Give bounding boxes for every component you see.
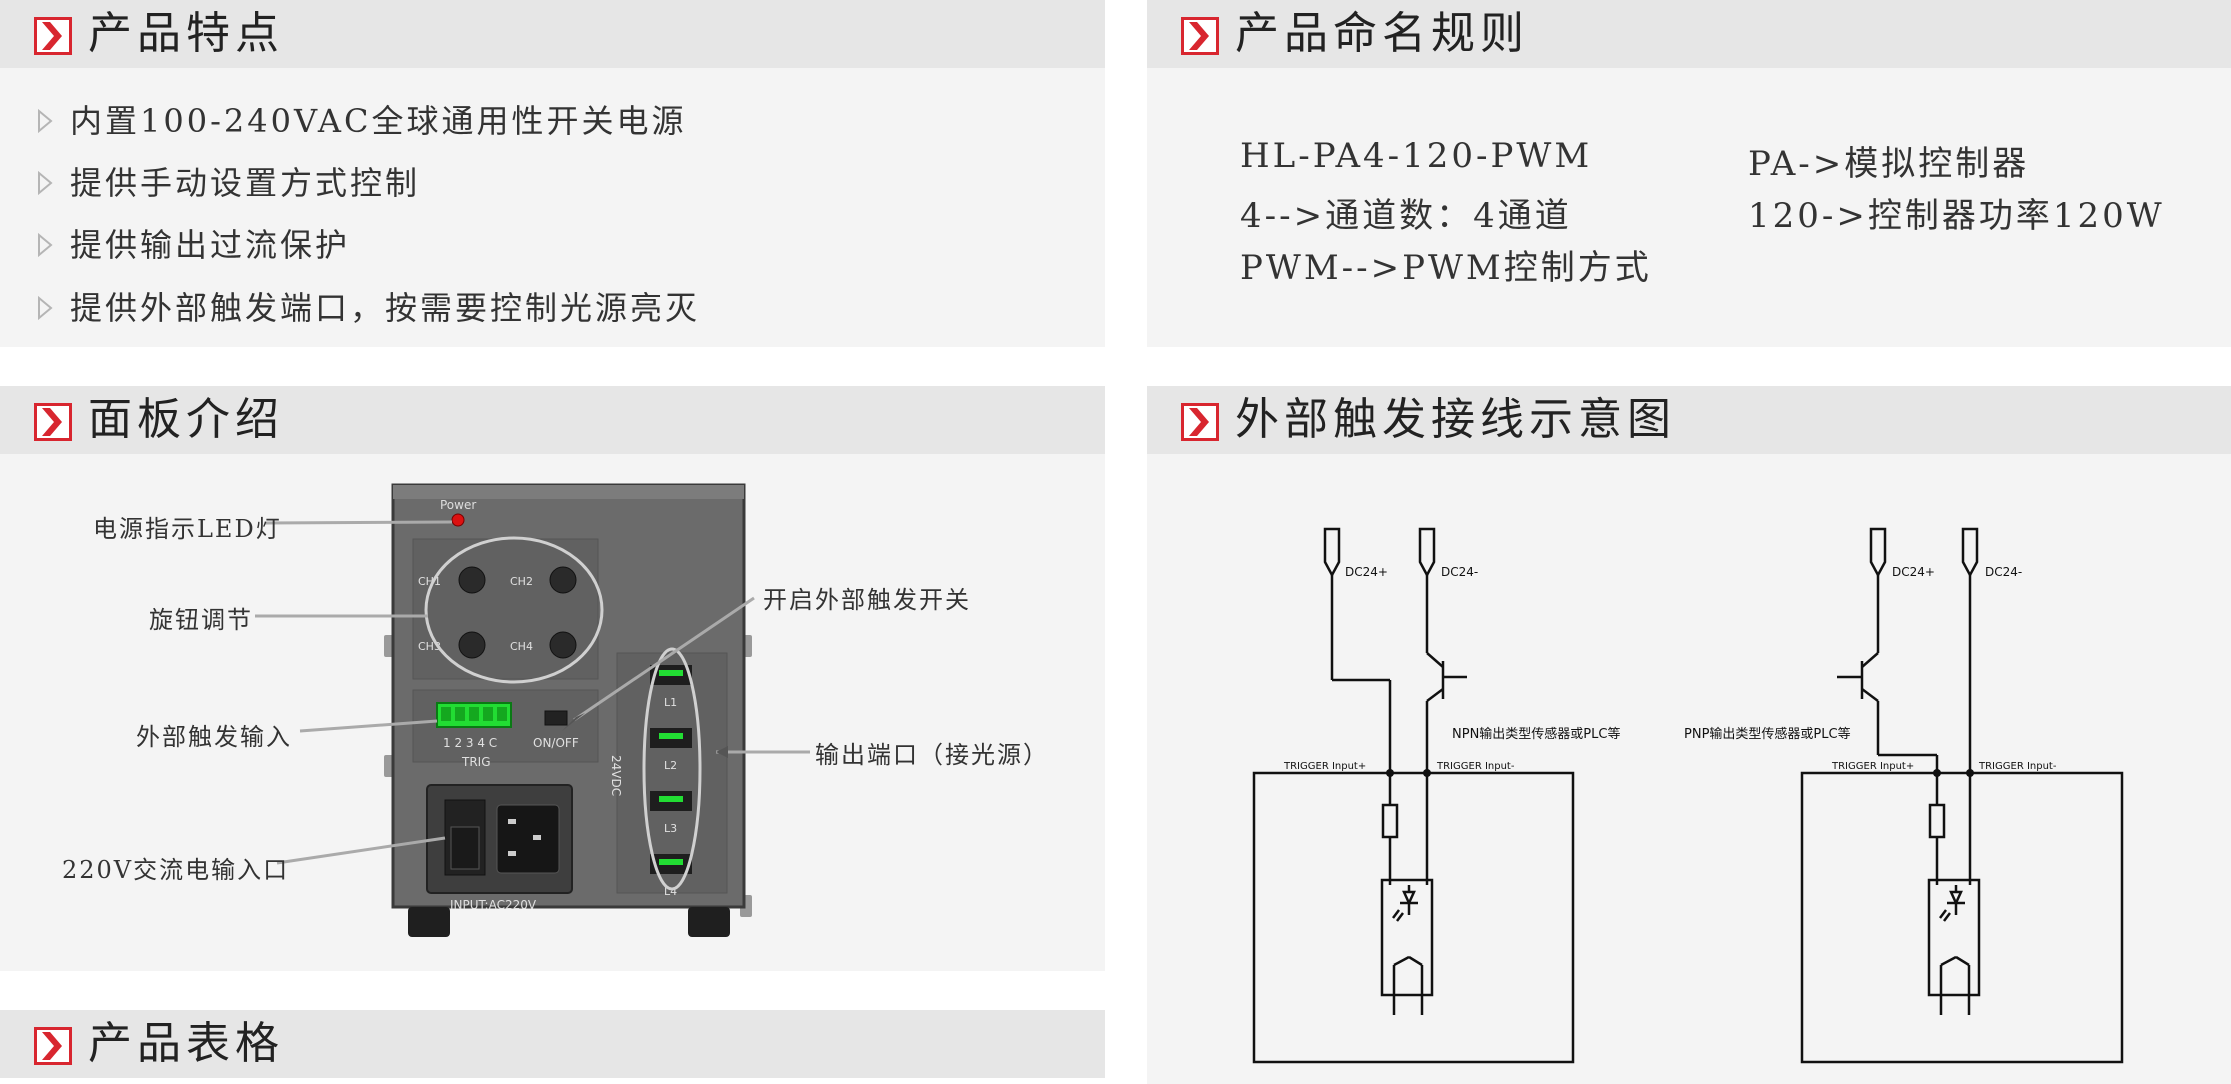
spec-header: 产品表格 xyxy=(0,1010,1105,1078)
l1-caption: L1 xyxy=(664,696,677,709)
feature-text: 提供手动设置方式控制 xyxy=(70,164,421,202)
dc24v-caption: 24VDC xyxy=(609,755,623,796)
knob-ch2 xyxy=(549,566,577,594)
power-caption: Power xyxy=(440,498,476,512)
panel-intro-header: 面板介绍 xyxy=(0,386,1105,454)
label-knob: 旋钮调节 xyxy=(149,606,253,634)
feature-item: 内置100-240VAC全球通用性开关电源 xyxy=(36,96,687,142)
knob-highlight xyxy=(424,536,604,684)
naming-model: HL-PA4-120-PWM xyxy=(1240,136,1593,176)
ch2-caption: CH2 xyxy=(510,575,533,588)
arrow-bullet-icon xyxy=(38,108,53,134)
feature-text: 提供输出过流保护 xyxy=(70,226,351,264)
naming-pwm: PWM-->PWM控制方式 xyxy=(1240,248,1652,288)
input-caption: INPUT:AC220V xyxy=(450,898,537,912)
feature-text: 内置100-240VAC全球通用性开关电源 xyxy=(70,102,687,140)
chevron-right-icon xyxy=(34,17,72,55)
section-title: 产品特点 xyxy=(88,8,284,59)
feature-item: 提供输出过流保护 xyxy=(36,220,350,266)
npn-dc24-minus: DC24- xyxy=(1441,565,1478,579)
pnp-trigger-minus: TRIGGER Input- xyxy=(1978,761,2057,772)
pnp-circuit xyxy=(1800,527,2124,1064)
section-title: 产品命名规则 xyxy=(1235,8,1529,59)
ch4-caption: CH4 xyxy=(510,640,533,653)
power-led xyxy=(451,513,465,527)
section-title: 面板介绍 xyxy=(88,394,284,445)
npn-circuit xyxy=(1252,527,1575,1064)
label-ac-input: 220V交流电输入口 xyxy=(62,856,290,884)
label-trigger-switch: 开启外部触发开关 xyxy=(763,586,971,614)
iec-socket xyxy=(496,804,560,874)
pnp-trigger-plus: TRIGGER Input+ xyxy=(1831,761,1914,772)
chevron-right-icon xyxy=(34,403,72,441)
output-port-l3 xyxy=(650,791,692,811)
l2-caption: L2 xyxy=(664,759,677,772)
chevron-right-icon xyxy=(34,1027,72,1065)
naming-header: 产品命名规则 xyxy=(1147,0,2231,68)
section-title: 产品表格 xyxy=(88,1018,284,1069)
trig-caption: TRIG xyxy=(461,755,491,769)
arrow-bullet-icon xyxy=(38,232,53,258)
npn-trigger-plus: TRIGGER Input+ xyxy=(1283,761,1366,772)
wiring-panel xyxy=(1147,386,2231,1084)
wiring-diagram: DC24+ DC24- NPN输出类型传感器或PLC等 TRIGGER Inpu… xyxy=(1252,527,2124,1064)
section-title: 外部触发接线示意图 xyxy=(1235,394,1676,445)
trig-numbers: 1 2 3 4 C xyxy=(443,736,497,750)
knob-ch3 xyxy=(458,631,486,659)
features-header: 产品特点 xyxy=(0,0,1105,68)
chevron-right-icon xyxy=(1181,403,1219,441)
feature-item: 提供外部触发端口，按需要控制光源亮灭 xyxy=(36,283,700,329)
controller-device-illustration: Power CH1 CH2 CH3 CH4 1 2 3 4 C TRIG ON/… xyxy=(255,483,810,937)
feature-text: 提供外部触发端口，按需要控制光源亮灭 xyxy=(70,289,701,327)
naming-power: 120->控制器功率120W xyxy=(1748,196,2165,236)
label-power-led: 电源指示LED灯 xyxy=(93,515,282,543)
label-output-port: 输出端口（接光源） xyxy=(815,741,1049,769)
naming-channels: 4-->通道数：4通道 xyxy=(1240,196,1572,236)
output-highlight xyxy=(642,647,702,891)
knob-ch1 xyxy=(458,566,486,594)
leader-lines xyxy=(255,520,810,865)
knob-ch4 xyxy=(549,631,577,659)
pnp-dc24-plus: DC24+ xyxy=(1892,565,1935,579)
chevron-right-icon xyxy=(1181,17,1219,55)
arrow-bullet-icon xyxy=(38,295,53,321)
output-port-l2 xyxy=(650,728,692,748)
output-port-l4 xyxy=(650,854,692,874)
npn-trigger-minus: TRIGGER Input- xyxy=(1436,761,1515,772)
l3-caption: L3 xyxy=(664,822,677,835)
pnp-note: PNP输出类型传感器或PLC等 xyxy=(1684,726,1851,742)
arrow-bullet-icon xyxy=(38,170,53,196)
onoff-switch xyxy=(544,710,568,726)
naming-pa: PA->模拟控制器 xyxy=(1748,144,2030,184)
npn-dc24-plus: DC24+ xyxy=(1345,565,1388,579)
onoff-caption: ON/OFF xyxy=(533,736,579,750)
wiring-header: 外部触发接线示意图 xyxy=(1147,386,2231,454)
label-trigger-input: 外部触发输入 xyxy=(136,723,292,751)
feature-item: 提供手动设置方式控制 xyxy=(36,158,420,204)
output-port-l1 xyxy=(650,665,692,685)
pnp-dc24-minus: DC24- xyxy=(1985,565,2022,579)
npn-note: NPN输出类型传感器或PLC等 xyxy=(1452,726,1620,742)
